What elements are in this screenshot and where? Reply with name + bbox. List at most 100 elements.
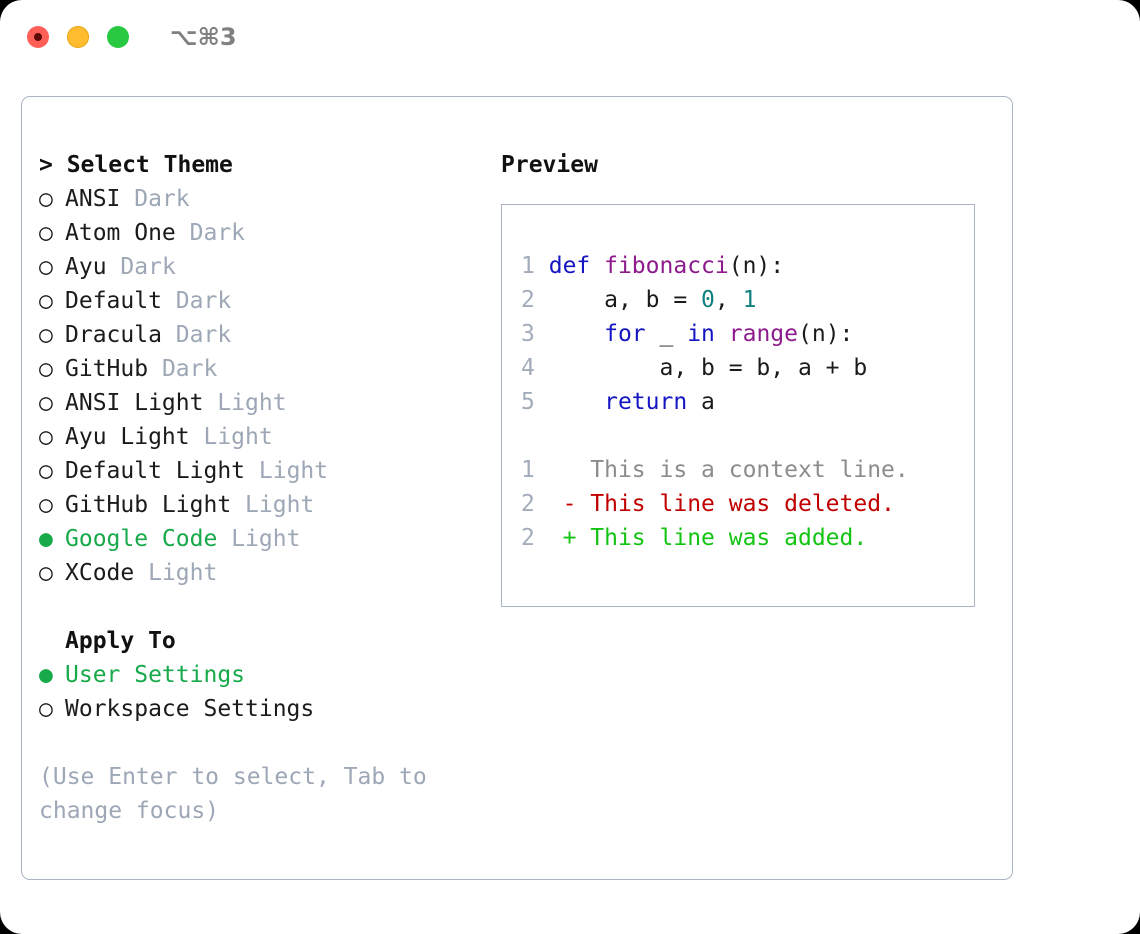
keyboard-hint-text: (Use Enter to select, Tab to change focu… bbox=[39, 764, 427, 824]
apply-to-header: Apply To bbox=[65, 628, 176, 654]
theme-option-ansi[interactable]: ○ANSI Dark bbox=[39, 182, 479, 216]
line-number: 3 bbox=[521, 321, 535, 347]
code-token-plain: (n): bbox=[728, 253, 785, 279]
radio-unselected-icon: ○ bbox=[39, 356, 53, 382]
code-token-kw: return bbox=[604, 389, 688, 415]
theme-option-ansi-light[interactable]: ○ ANSI Light Light bbox=[39, 386, 479, 420]
theme-option-atom-one[interactable]: ○ Atom One Dark bbox=[39, 216, 479, 250]
theme-option-github-light[interactable]: ○ GitHub Light Light bbox=[39, 488, 479, 522]
theme-option-tag: Dark bbox=[175, 288, 232, 314]
theme-option-tag: Light bbox=[203, 424, 273, 450]
diff-line-number: 2 bbox=[521, 525, 535, 551]
code-token-plain: a, b = b, a + b bbox=[548, 355, 868, 381]
code-token-plain bbox=[715, 321, 729, 347]
code-token-plain: (n): bbox=[798, 321, 854, 347]
code-token-plain: a, b = bbox=[548, 287, 702, 313]
radio-selected-icon: ● bbox=[39, 662, 53, 688]
code-token-kw: for bbox=[604, 321, 646, 347]
theme-option-tag: Light bbox=[231, 526, 301, 552]
theme-option-tag: Dark bbox=[161, 356, 218, 382]
theme-option-default[interactable]: ○ Default Dark bbox=[39, 284, 479, 318]
code-line: 5 return a bbox=[521, 385, 974, 419]
code-line: 3 for _ in range(n): bbox=[521, 317, 974, 351]
code-token-fn: fibonacci bbox=[604, 253, 729, 279]
line-number: 5 bbox=[521, 389, 535, 415]
line-number: 4 bbox=[521, 355, 535, 381]
radio-unselected-icon: ○ bbox=[39, 390, 53, 416]
code-token-plain bbox=[549, 321, 604, 347]
theme-option-tag: Dark bbox=[189, 220, 246, 246]
theme-option-tag: Light bbox=[245, 492, 315, 518]
theme-option-ayu[interactable]: ○Ayu Dark bbox=[39, 250, 479, 284]
apply-to-option-label: User Settings bbox=[65, 662, 246, 688]
code-token-plain: _ bbox=[645, 321, 688, 347]
code-line: 2 a, b = 0, 1 bbox=[521, 283, 974, 317]
theme-option-label: Default Light bbox=[65, 458, 246, 484]
theme-option-label: Default bbox=[65, 288, 162, 314]
radio-unselected-icon: ○ bbox=[39, 220, 53, 246]
theme-option-tag: Light bbox=[217, 390, 287, 416]
diff-line-context: 1 This is a context line. bbox=[521, 453, 974, 487]
theme-option-ayu-light[interactable]: ○Ayu Light Light bbox=[39, 420, 479, 454]
diff-marker: + bbox=[562, 525, 577, 551]
diff-marker: - bbox=[562, 491, 577, 517]
close-button-icon[interactable] bbox=[27, 26, 49, 48]
zoom-button-icon[interactable] bbox=[107, 26, 129, 48]
theme-list: ○ANSI Dark○Atom One Dark○Ayu Dark○Defaul… bbox=[39, 182, 479, 590]
radio-unselected-icon: ○ bbox=[39, 696, 53, 722]
theme-option-dracula[interactable]: ○Dracula Dark bbox=[39, 318, 479, 352]
apply-to-option-workspace-settings[interactable]: ○Workspace Settings bbox=[39, 692, 479, 726]
keyboard-shortcut-label: ⌥⌘3 bbox=[170, 23, 237, 51]
code-token-num: 1 bbox=[742, 287, 757, 313]
theme-option-github[interactable]: ○GitHub Dark bbox=[39, 352, 479, 386]
diff-text: This is a context line. bbox=[576, 457, 909, 483]
theme-option-label: Google Code bbox=[65, 526, 218, 552]
preview-column: Preview 1 def fibonacci(n):2 a, b = 0, 1… bbox=[501, 148, 991, 607]
select-theme-header: > Select Theme bbox=[39, 152, 233, 178]
radio-unselected-icon: ○ bbox=[39, 458, 53, 484]
theme-option-tag: Dark bbox=[134, 186, 190, 212]
main-panel: > Select Theme ○ANSI Dark○Atom One Dark○… bbox=[21, 96, 1013, 880]
code-diff-gap bbox=[521, 419, 974, 453]
minimize-button-icon[interactable] bbox=[67, 26, 89, 48]
line-number: 2 bbox=[521, 287, 535, 313]
list-spacer bbox=[39, 590, 479, 624]
radio-unselected-icon: ○ bbox=[39, 424, 53, 450]
preview-title: Preview bbox=[501, 152, 598, 178]
apply-to-option-user-settings[interactable]: ● User Settings bbox=[39, 658, 479, 692]
theme-option-google-code[interactable]: ● Google Code Light bbox=[39, 522, 479, 556]
code-token-fn: range bbox=[728, 321, 799, 347]
code-line: 4 a, b = b, a + b bbox=[521, 351, 974, 385]
diff-line-number: 1 bbox=[521, 457, 535, 483]
diff-line-number: 2 bbox=[521, 491, 535, 517]
theme-option-label: Dracula bbox=[65, 322, 162, 348]
radio-unselected-icon: ○ bbox=[39, 560, 53, 586]
traffic-lights bbox=[27, 26, 129, 48]
theme-option-label: Atom One bbox=[65, 220, 176, 246]
radio-unselected-icon: ○ bbox=[39, 492, 53, 518]
theme-option-label: ANSI Light bbox=[65, 390, 204, 416]
code-line: 1 def fibonacci(n): bbox=[521, 249, 974, 283]
radio-unselected-icon: ○ bbox=[39, 288, 53, 314]
theme-option-label: GitHub Light bbox=[65, 492, 232, 518]
radio-unselected-icon: ○ bbox=[39, 322, 53, 348]
diff-marker bbox=[563, 457, 577, 483]
radio-unselected-icon: ○ bbox=[39, 186, 53, 212]
code-token-kw: def bbox=[548, 253, 605, 279]
radio-unselected-icon: ○ bbox=[39, 254, 53, 280]
radio-selected-icon: ● bbox=[39, 526, 53, 552]
panel-columns: > Select Theme ○ANSI Dark○Atom One Dark○… bbox=[22, 97, 1012, 879]
apply-to-list: ● User Settings ○Workspace Settings bbox=[39, 658, 479, 726]
title-bar: ⌥⌘3 bbox=[0, 0, 1140, 78]
code-token-plain bbox=[549, 389, 604, 415]
theme-option-tag: Light bbox=[258, 458, 329, 484]
diff-line-added: 2 + This line was added. bbox=[521, 521, 974, 555]
diff-sample: 1 This is a context line. 2 - This line w… bbox=[521, 453, 974, 555]
diff-text: This line was deleted. bbox=[576, 491, 895, 517]
theme-option-tag: Dark bbox=[120, 254, 176, 280]
theme-option-default-light[interactable]: ○ Default Light Light bbox=[39, 454, 479, 488]
theme-option-xcode[interactable]: ○XCode Light bbox=[39, 556, 479, 590]
